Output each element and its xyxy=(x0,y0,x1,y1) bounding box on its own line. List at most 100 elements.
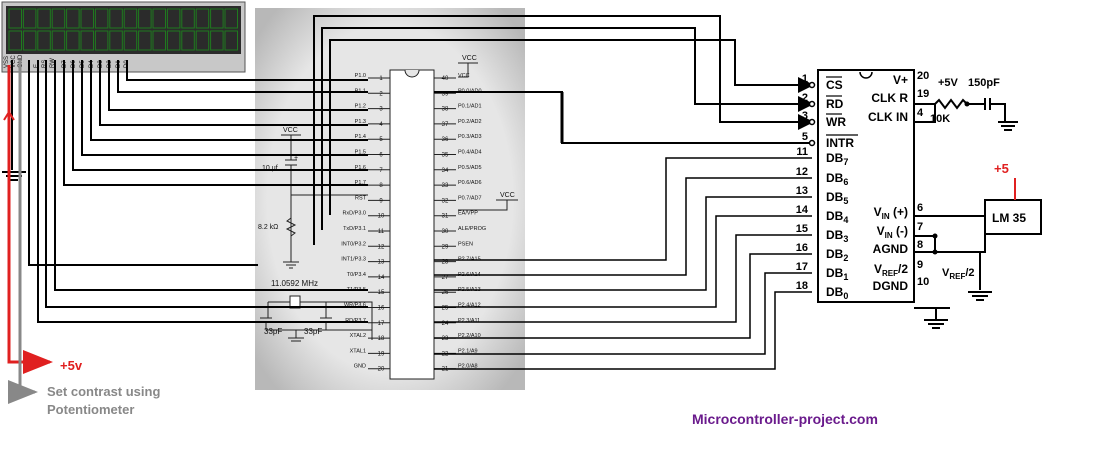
adc-pin-label: RD xyxy=(826,97,844,111)
mcu-pin-number: 31 xyxy=(442,214,449,220)
mcu-pin-number: 20 xyxy=(378,367,385,373)
lcd-cell xyxy=(224,30,238,51)
mcu-pin-label: INT1/P3.3 xyxy=(341,257,366,263)
mcu-pin-label: EA/VPP xyxy=(458,211,478,217)
mcu-pin-label: RxD/P3.0 xyxy=(342,211,366,217)
adc-pin-bubble xyxy=(808,139,816,147)
mcu-pin-label: VCC xyxy=(458,73,470,79)
lcd-cell xyxy=(123,8,138,29)
lcd-cell xyxy=(51,8,66,29)
mcu-pin-label: ALE/PROG xyxy=(458,226,486,232)
mcu-pin-label: INT0/P3.2 xyxy=(341,241,366,247)
mcu-pin-label: WR/P3.6 xyxy=(344,303,366,309)
mcu-pin-number: 14 xyxy=(378,275,385,281)
mcu-pin-number: 5 xyxy=(379,137,383,143)
adc-pin-number: 16 xyxy=(796,242,808,254)
mcu-pin-number: 28 xyxy=(442,260,449,266)
mcu-vcc-right-label: VCC xyxy=(500,192,515,199)
adc-pin-number: 13 xyxy=(796,185,808,197)
mcu-pin-number: 16 xyxy=(378,306,385,312)
adc-pin-label: DB3 xyxy=(826,228,848,244)
mcu-pin-label: RD/P3.7 xyxy=(345,318,366,324)
supply-arrow xyxy=(7,65,53,374)
mcu-pin-number: 12 xyxy=(378,244,385,250)
adc-pin-label: VIN (-) xyxy=(877,224,908,240)
contrast-arrow xyxy=(8,60,38,404)
mcu-pin-number: 23 xyxy=(442,336,449,342)
mcu-pin-label: T0/P3.4 xyxy=(347,272,366,278)
mcu-pin-label: P0.1/AD1 xyxy=(458,104,482,110)
adc-pin-number: 19 xyxy=(917,88,929,100)
lcd-cell xyxy=(8,8,22,29)
mcu-pin-label: GND xyxy=(354,364,366,370)
adc-pin-label: VIN (+) xyxy=(874,205,908,221)
mcu-pin-number: 33 xyxy=(442,183,449,189)
contrast-note-line1: Set contrast using xyxy=(47,384,160,399)
adc-capacitor-label: 150pF xyxy=(968,77,1000,89)
mcu-pin-label: P2.1/A9 xyxy=(458,348,478,354)
adc-pin-label: WR xyxy=(826,115,846,129)
mcu-pin-label: P0.2/AD2 xyxy=(458,119,482,125)
adc-pin-label: CLK IN xyxy=(868,110,908,124)
mcu-adc-control-wires xyxy=(313,15,814,245)
adc-pin-number: 8 xyxy=(917,239,923,251)
adc-pin-number: 4 xyxy=(917,107,924,119)
mcu-pin-label: P2.4/A12 xyxy=(458,303,481,309)
mcu-pin-number: 7 xyxy=(379,168,383,174)
contrast-note-line2: Potentiometer xyxy=(47,402,134,417)
mcu-pin-number: 6 xyxy=(379,153,383,159)
mcu-pin-label: P0.7/AD7 xyxy=(458,195,482,201)
adc-pin-bubble xyxy=(808,100,816,108)
lm35-label: LM 35 xyxy=(992,211,1026,225)
mcu-pin-number: 2 xyxy=(379,91,383,97)
lcd-cell xyxy=(109,8,123,29)
mcu-pin-number: 40 xyxy=(442,76,449,82)
mcu-pin-label: P2.3/A11 xyxy=(458,318,480,324)
adc-vref-label: VREF/2 xyxy=(942,267,975,281)
mcu-pin-number: 37 xyxy=(442,122,449,128)
adc-pin-label: CLK R xyxy=(871,91,908,105)
mcu-pin-number: 9 xyxy=(379,198,383,204)
mcu-pin-label: PSEN xyxy=(458,241,473,247)
lcd-pin-label: VSS xyxy=(4,56,10,68)
mcu-pin-number: 3 xyxy=(379,107,383,113)
adc-pin-number: 7 xyxy=(917,221,923,233)
lcd-cell xyxy=(8,30,22,51)
adc-pin-number: 1 xyxy=(802,73,808,85)
lcd-cell xyxy=(22,30,37,51)
adc-pin-number: 17 xyxy=(796,261,808,273)
svg-text:+: + xyxy=(294,155,298,162)
mcu-pin-number: 39 xyxy=(442,91,449,97)
adc-pin-label: INTR xyxy=(826,136,854,150)
lcd-cell xyxy=(195,30,210,51)
mcu-pin-number: 34 xyxy=(442,168,449,174)
mcu-pin-label: TxD/P3.1 xyxy=(343,226,366,232)
lcd-cell xyxy=(166,8,181,29)
lcd-cell xyxy=(94,8,109,29)
lcd-cell xyxy=(109,30,123,51)
mcu-pin-number: 4 xyxy=(379,122,383,128)
lcd-cell xyxy=(195,8,210,29)
data-bus-wires xyxy=(434,157,812,370)
lcd-cell xyxy=(22,8,37,29)
mcu-pin-number: 10 xyxy=(378,214,385,220)
adc-pin-label: DB7 xyxy=(826,151,848,167)
mcu-pin-label: P0.4/AD4 xyxy=(458,150,482,156)
crystal-label: 11.0592 MHz xyxy=(271,279,318,288)
mcu-pin-label: P1.2 xyxy=(355,104,366,110)
adc-pin-label: DB2 xyxy=(826,247,848,263)
adc-pin-number: 20 xyxy=(917,70,929,82)
adc-pin-label: CS xyxy=(826,78,843,92)
mcu-pin-label: P1.0 xyxy=(355,73,366,79)
adc-supply-label: +5V xyxy=(938,77,959,89)
mcu-pin-label: P0.6/AD6 xyxy=(458,180,482,186)
mcu-pin-label: P1.4 xyxy=(355,134,366,140)
adc-pin-number: 2 xyxy=(802,92,808,104)
mcu-pin-number: 1 xyxy=(379,76,383,82)
mcu-pin-label: RST xyxy=(355,195,367,201)
watermark: Microcontroller-project.com xyxy=(692,411,878,427)
adc-pin-number: 11 xyxy=(796,146,808,158)
mcu-pin-number: 38 xyxy=(442,107,449,113)
lm35-sensor: LM 35 +5 xyxy=(984,161,1042,235)
